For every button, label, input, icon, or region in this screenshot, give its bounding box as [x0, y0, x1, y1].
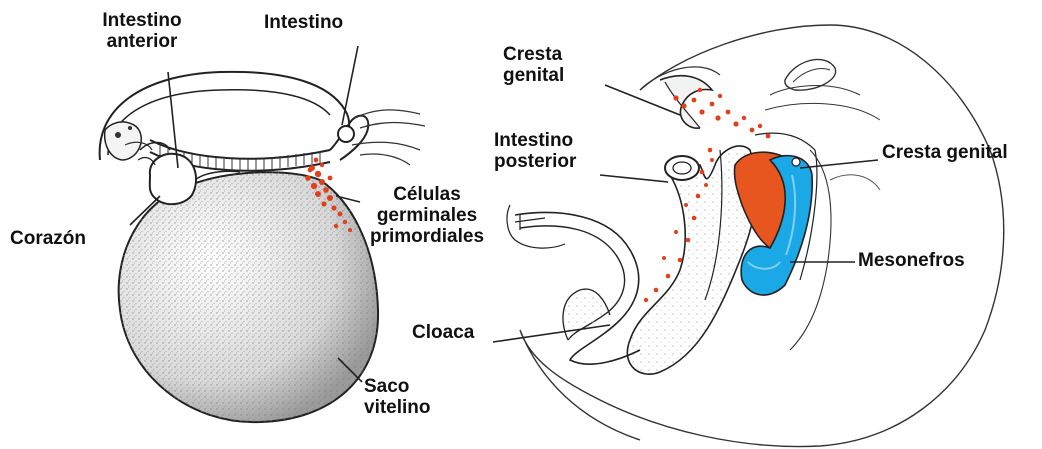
- label-cresta-genital-top: Cresta genital: [503, 44, 564, 86]
- label-cloaca: Cloaca: [412, 322, 474, 343]
- label-cresta-top-line1: Cresta: [503, 44, 564, 65]
- label-cresta-top-line2: genital: [503, 65, 564, 86]
- label-posterior-line1: Intestino: [494, 130, 576, 151]
- label-intestino-anterior-line1: Intestino: [82, 10, 202, 31]
- label-cresta-genital-right: Cresta genital: [882, 142, 1008, 163]
- label-intestino-posterior: Intestino posterior: [494, 130, 576, 172]
- label-intestino-anterior-line2: anterior: [82, 31, 202, 52]
- embryo-body: [100, 72, 425, 180]
- label-celulas-line3: primordiales: [352, 226, 502, 247]
- label-celulas-germinales: Células germinales primordiales: [352, 184, 502, 247]
- label-saco-vitelino: Saco vitelino: [364, 376, 431, 418]
- label-celulas-line1: Células: [352, 184, 502, 205]
- label-mesonefros: Mesonefros: [858, 250, 965, 271]
- yolk-sac: [119, 172, 378, 422]
- label-celulas-line2: germinales: [352, 205, 502, 226]
- label-saco-line1: Saco: [364, 376, 431, 397]
- label-intestino: Intestino: [264, 12, 343, 33]
- label-posterior-line2: posterior: [494, 151, 576, 172]
- label-corazon: Corazón: [10, 228, 86, 249]
- right-embryo: [493, 25, 1004, 447]
- label-saco-line2: vitelino: [364, 397, 431, 418]
- label-intestino-anterior: Intestino anterior: [82, 10, 202, 52]
- cloaca: [507, 205, 640, 364]
